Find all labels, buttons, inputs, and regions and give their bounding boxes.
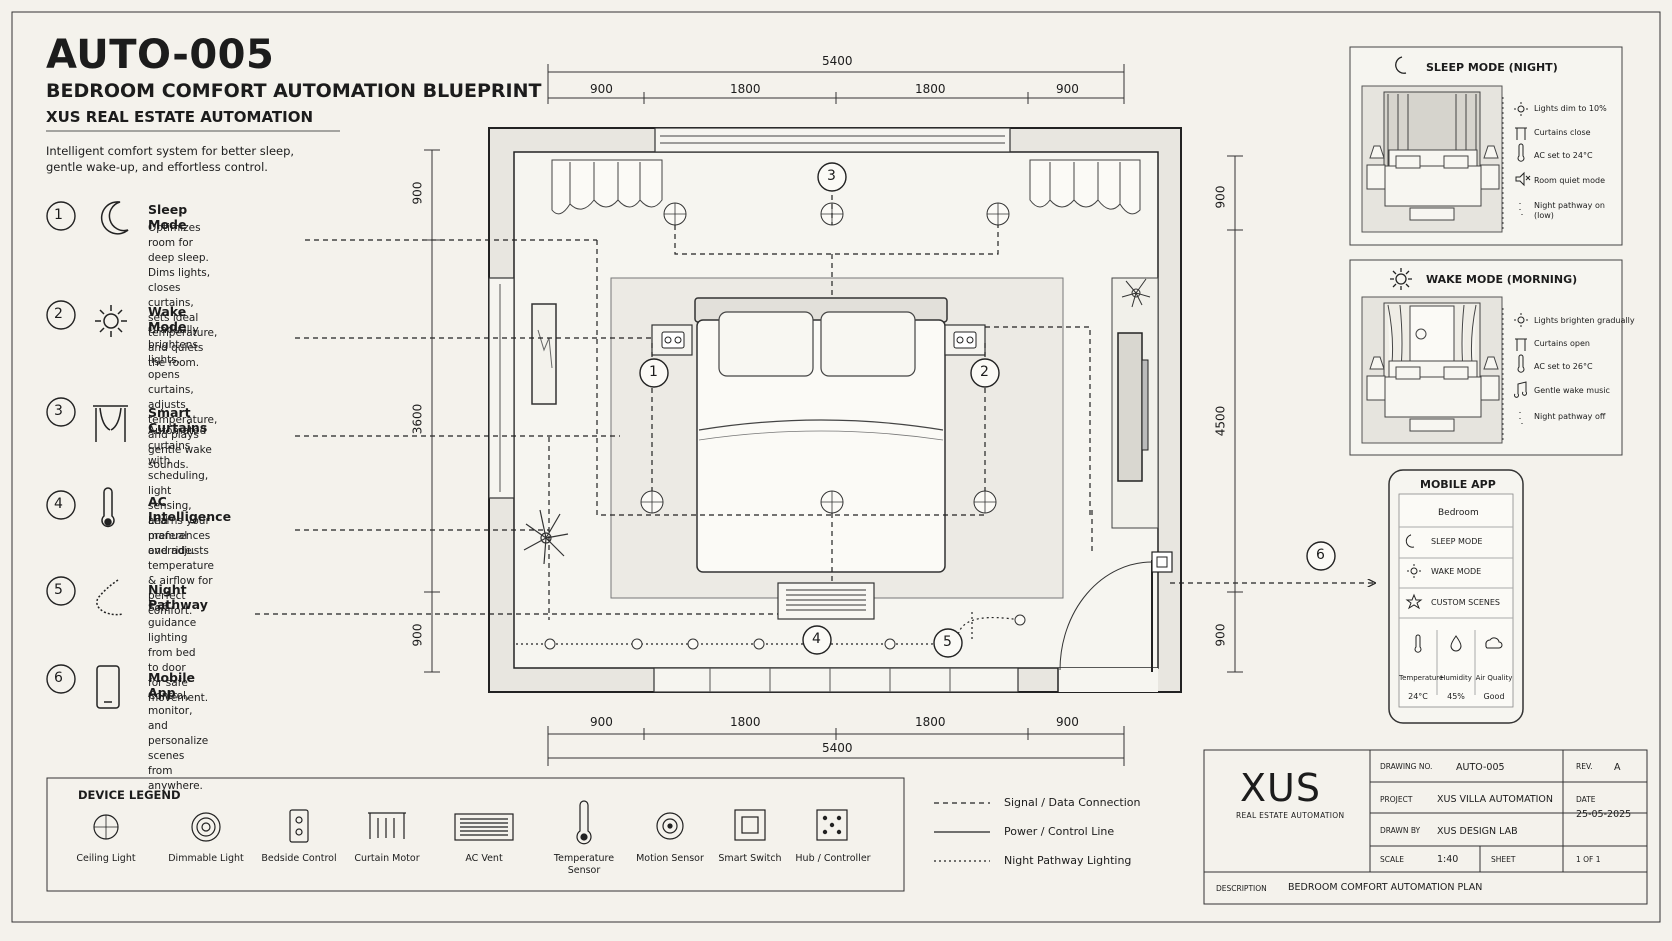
- motion-sensor-icon: [656, 812, 684, 840]
- sleep-moon-icon: [1395, 56, 1407, 74]
- plan-marker-3: 3: [827, 168, 836, 184]
- line-type-power: Power / Control Line: [1004, 825, 1115, 838]
- company-name: XUS REAL ESTATE AUTOMATION: [46, 108, 314, 126]
- pathway-icon: [96, 579, 123, 616]
- dim-bottom-total: 5400: [822, 741, 853, 755]
- bedside-control-icon: [289, 809, 309, 843]
- project-name: XUS VILLA AUTOMATION: [1437, 794, 1554, 805]
- line-type-pathway: Night Pathway Lighting: [1004, 854, 1132, 867]
- intro-text: Intelligent comfort system for better sl…: [46, 144, 295, 174]
- temperature-sensor-icon: [576, 800, 592, 845]
- leader-lines: [255, 239, 778, 615]
- feature-desc-pathway: Soft guidance lighting from bed to door …: [148, 602, 209, 704]
- line-type-samples: [934, 802, 990, 862]
- plan-marker-4: 4: [812, 631, 821, 647]
- hub-controller-icon: [816, 809, 848, 841]
- phone-icon: [96, 665, 120, 709]
- page-title: BEDROOM COMFORT AUTOMATION BLUEPRINT: [46, 80, 542, 102]
- app-room-name: Bedroom: [1438, 508, 1479, 518]
- sheet-border: [11, 11, 1661, 923]
- device-legend-box: [46, 777, 905, 892]
- line-type-signal: Signal / Data Connection: [1004, 796, 1141, 809]
- plan-marker-5: 5: [943, 634, 952, 650]
- dim-top-total: 5400: [822, 54, 853, 68]
- sleep-panel-title: SLEEP MODE (NIGHT): [1426, 61, 1558, 74]
- wake-sun-icon: [1390, 268, 1412, 290]
- drawing-code: AUTO-005: [46, 32, 275, 78]
- dimmable-light-icon: [191, 812, 221, 842]
- feature-desc-ac: Learns your preferences and adjusts temp…: [148, 515, 214, 617]
- mobile-app-frame: [1388, 469, 1524, 724]
- app-wake-mode-item[interactable]: WAKE MODE: [1431, 567, 1482, 576]
- brand-subtitle: REAL ESTATE AUTOMATION: [1236, 811, 1345, 820]
- revision: A: [1614, 762, 1621, 773]
- ceiling-light-icon: [93, 814, 119, 840]
- app-title: MOBILE APP: [1420, 478, 1496, 491]
- wake-panel-title: WAKE MODE (MORNING): [1426, 273, 1578, 286]
- feature-desc-wake: Gradually brightens lights, opens curtai…: [148, 324, 218, 471]
- feature-title-app: Mobile App: [148, 670, 196, 700]
- feature-title-pathway: Night Pathway: [148, 582, 208, 612]
- dimension-lines: [424, 64, 1243, 766]
- thermometer-icon: [101, 487, 115, 528]
- curtain-icon: [93, 405, 128, 442]
- drawing-date: 25-05-2025: [1576, 809, 1632, 820]
- feature-icons: [93, 201, 129, 709]
- plan-marker-1: 1: [649, 364, 658, 380]
- sun-icon: [95, 305, 127, 337]
- floor-plan: [488, 127, 1375, 693]
- title-block-frame: [1203, 749, 1648, 905]
- ac-vent-icon: [454, 813, 514, 841]
- app-custom-scenes-item[interactable]: CUSTOM SCENES: [1431, 598, 1500, 607]
- drawing-scale: 1:40: [1437, 854, 1459, 865]
- drawing-number: AUTO-005: [1456, 762, 1505, 773]
- brand-logo: XUS: [1240, 766, 1321, 810]
- feature-title-curtains: Smart Curtains: [148, 405, 208, 435]
- drawing-description: BEDROOM COMFORT AUTOMATION PLAN: [1288, 882, 1483, 893]
- legend-title: DEVICE LEGEND: [78, 788, 181, 802]
- plan-marker-6: 6: [1316, 547, 1325, 563]
- sheet-number: 1 OF 1: [1576, 855, 1601, 864]
- legend-icons: [93, 800, 848, 845]
- mode-panels: [1349, 46, 1623, 456]
- moon-icon: [100, 201, 129, 235]
- curtain-motor-icon: [368, 812, 406, 839]
- feature-desc-curtains: Automated curtains with scheduling, ligh…: [148, 425, 209, 557]
- feature-title-wake: Wake Mode: [148, 304, 187, 334]
- feature-title-sleep: Sleep Mode: [148, 202, 188, 232]
- drawn-by: XUS DESIGN LAB: [1437, 826, 1518, 837]
- smart-switch-icon: [734, 809, 766, 841]
- app-sleep-mode-item[interactable]: SLEEP MODE: [1431, 537, 1483, 546]
- plan-marker-2: 2: [980, 364, 989, 380]
- feature-desc-sleep: Optimizes room for deep sleep. Dims ligh…: [148, 222, 218, 369]
- feature-title-ac: AC Intelligence: [148, 494, 232, 524]
- feature-desc-app: Control, monitor, and personalize scenes…: [148, 690, 209, 792]
